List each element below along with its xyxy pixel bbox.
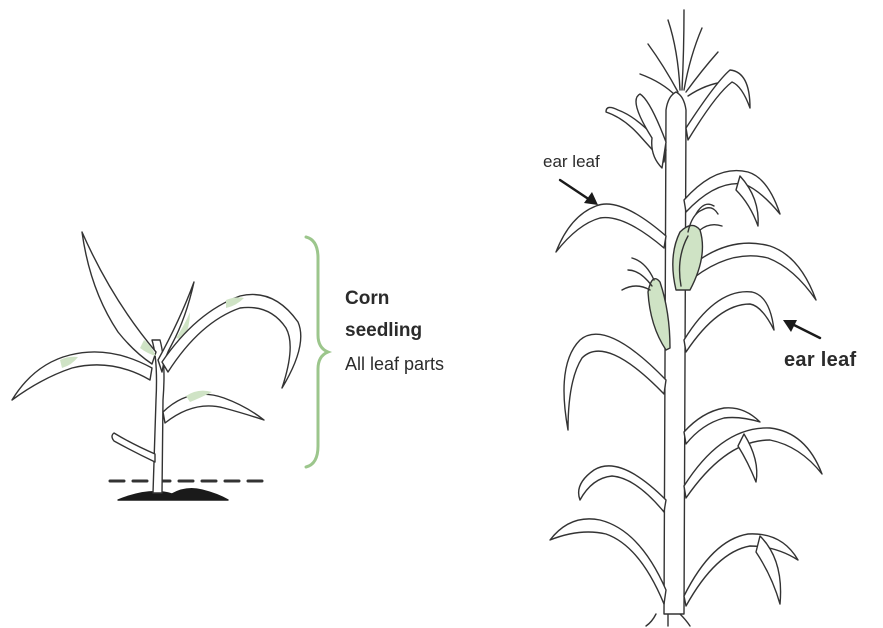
lower-ear-leaf bbox=[684, 292, 774, 352]
seedling-subtitle: All leaf parts bbox=[345, 355, 444, 373]
tassel bbox=[640, 10, 724, 96]
lower-left-leaf bbox=[579, 466, 666, 512]
upper-ear-leaf-label: ear leaf bbox=[543, 153, 600, 170]
bottom-left-leaf bbox=[550, 519, 666, 604]
soil-mound bbox=[118, 489, 228, 500]
top-right-leaf bbox=[684, 171, 780, 214]
lower-ear-leaf-label: ear leaf bbox=[784, 350, 856, 370]
seedling-title-line2: seedling bbox=[345, 321, 422, 340]
seedling-left-leaf bbox=[12, 352, 152, 400]
seedling-height-bracket bbox=[306, 237, 328, 467]
upper-ear-leaf-arrow bbox=[560, 180, 590, 200]
seedling-lower-leaf bbox=[112, 433, 155, 462]
mature-corn-plant-illustration bbox=[550, 10, 822, 626]
mid-left-leaf bbox=[564, 334, 666, 430]
top-right-drooping-leaf bbox=[686, 70, 750, 140]
seedling-title-line1: Corn bbox=[345, 289, 389, 308]
corn-seedling-illustration bbox=[12, 232, 301, 500]
upper-ear-leaf bbox=[556, 204, 666, 252]
seedling-lower-right-leaf bbox=[163, 394, 264, 423]
lower-ear-leaf-arrow bbox=[792, 324, 820, 338]
mature-stalk bbox=[664, 92, 686, 614]
mature-roots bbox=[646, 614, 690, 626]
